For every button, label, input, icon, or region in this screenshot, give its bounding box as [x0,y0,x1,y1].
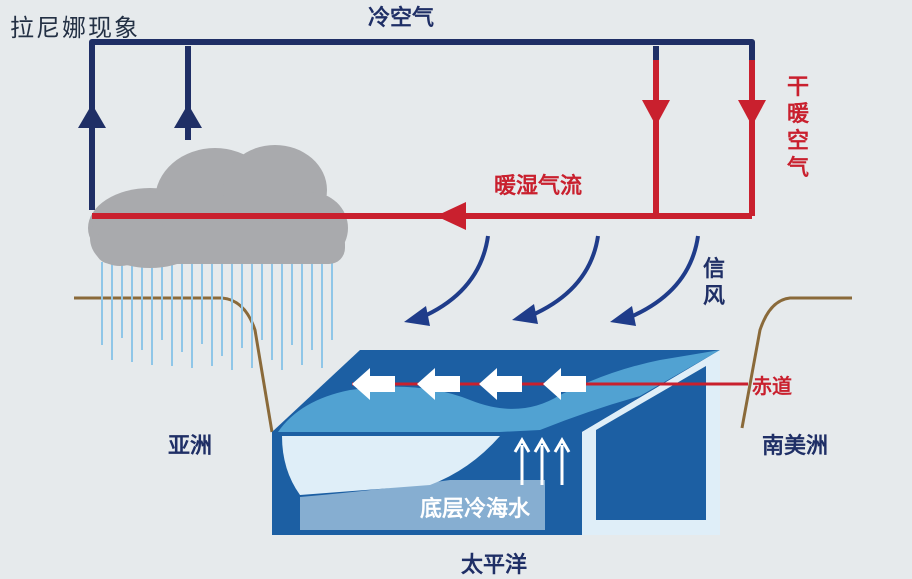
deep-cold-water-label: 底层冷海水 [420,497,531,522]
trade-wind-arrows [419,235,700,320]
rain-cloud [88,145,348,268]
warm-moist-flow-label: 暖湿气流 [494,174,583,199]
equator-label: 赤道 [752,374,792,398]
surface-current-arrows [352,368,586,400]
asia-label: 亚洲 [168,434,213,459]
cold-air-arrowheads [78,104,202,128]
dry-warm-air-label: 干暖空气 [786,75,809,181]
trade-wind-arrowheads [404,304,636,326]
trade-wind-label: 信风 [702,257,725,309]
pacific-ocean-block [272,350,720,535]
diagram-title: 拉尼娜现象 [10,14,140,42]
pacific-ocean-label: 太平洋 [461,553,528,578]
south-america-label: 南美洲 [762,434,829,459]
dry-warm-air-descent [653,60,755,216]
cold-air-label: 冷空气 [368,6,435,31]
dry-warm-air-arrowheads [642,100,766,126]
upwelling-arrows [513,437,571,485]
rain-streaks [101,262,333,370]
south-america-coastline [740,296,852,429]
